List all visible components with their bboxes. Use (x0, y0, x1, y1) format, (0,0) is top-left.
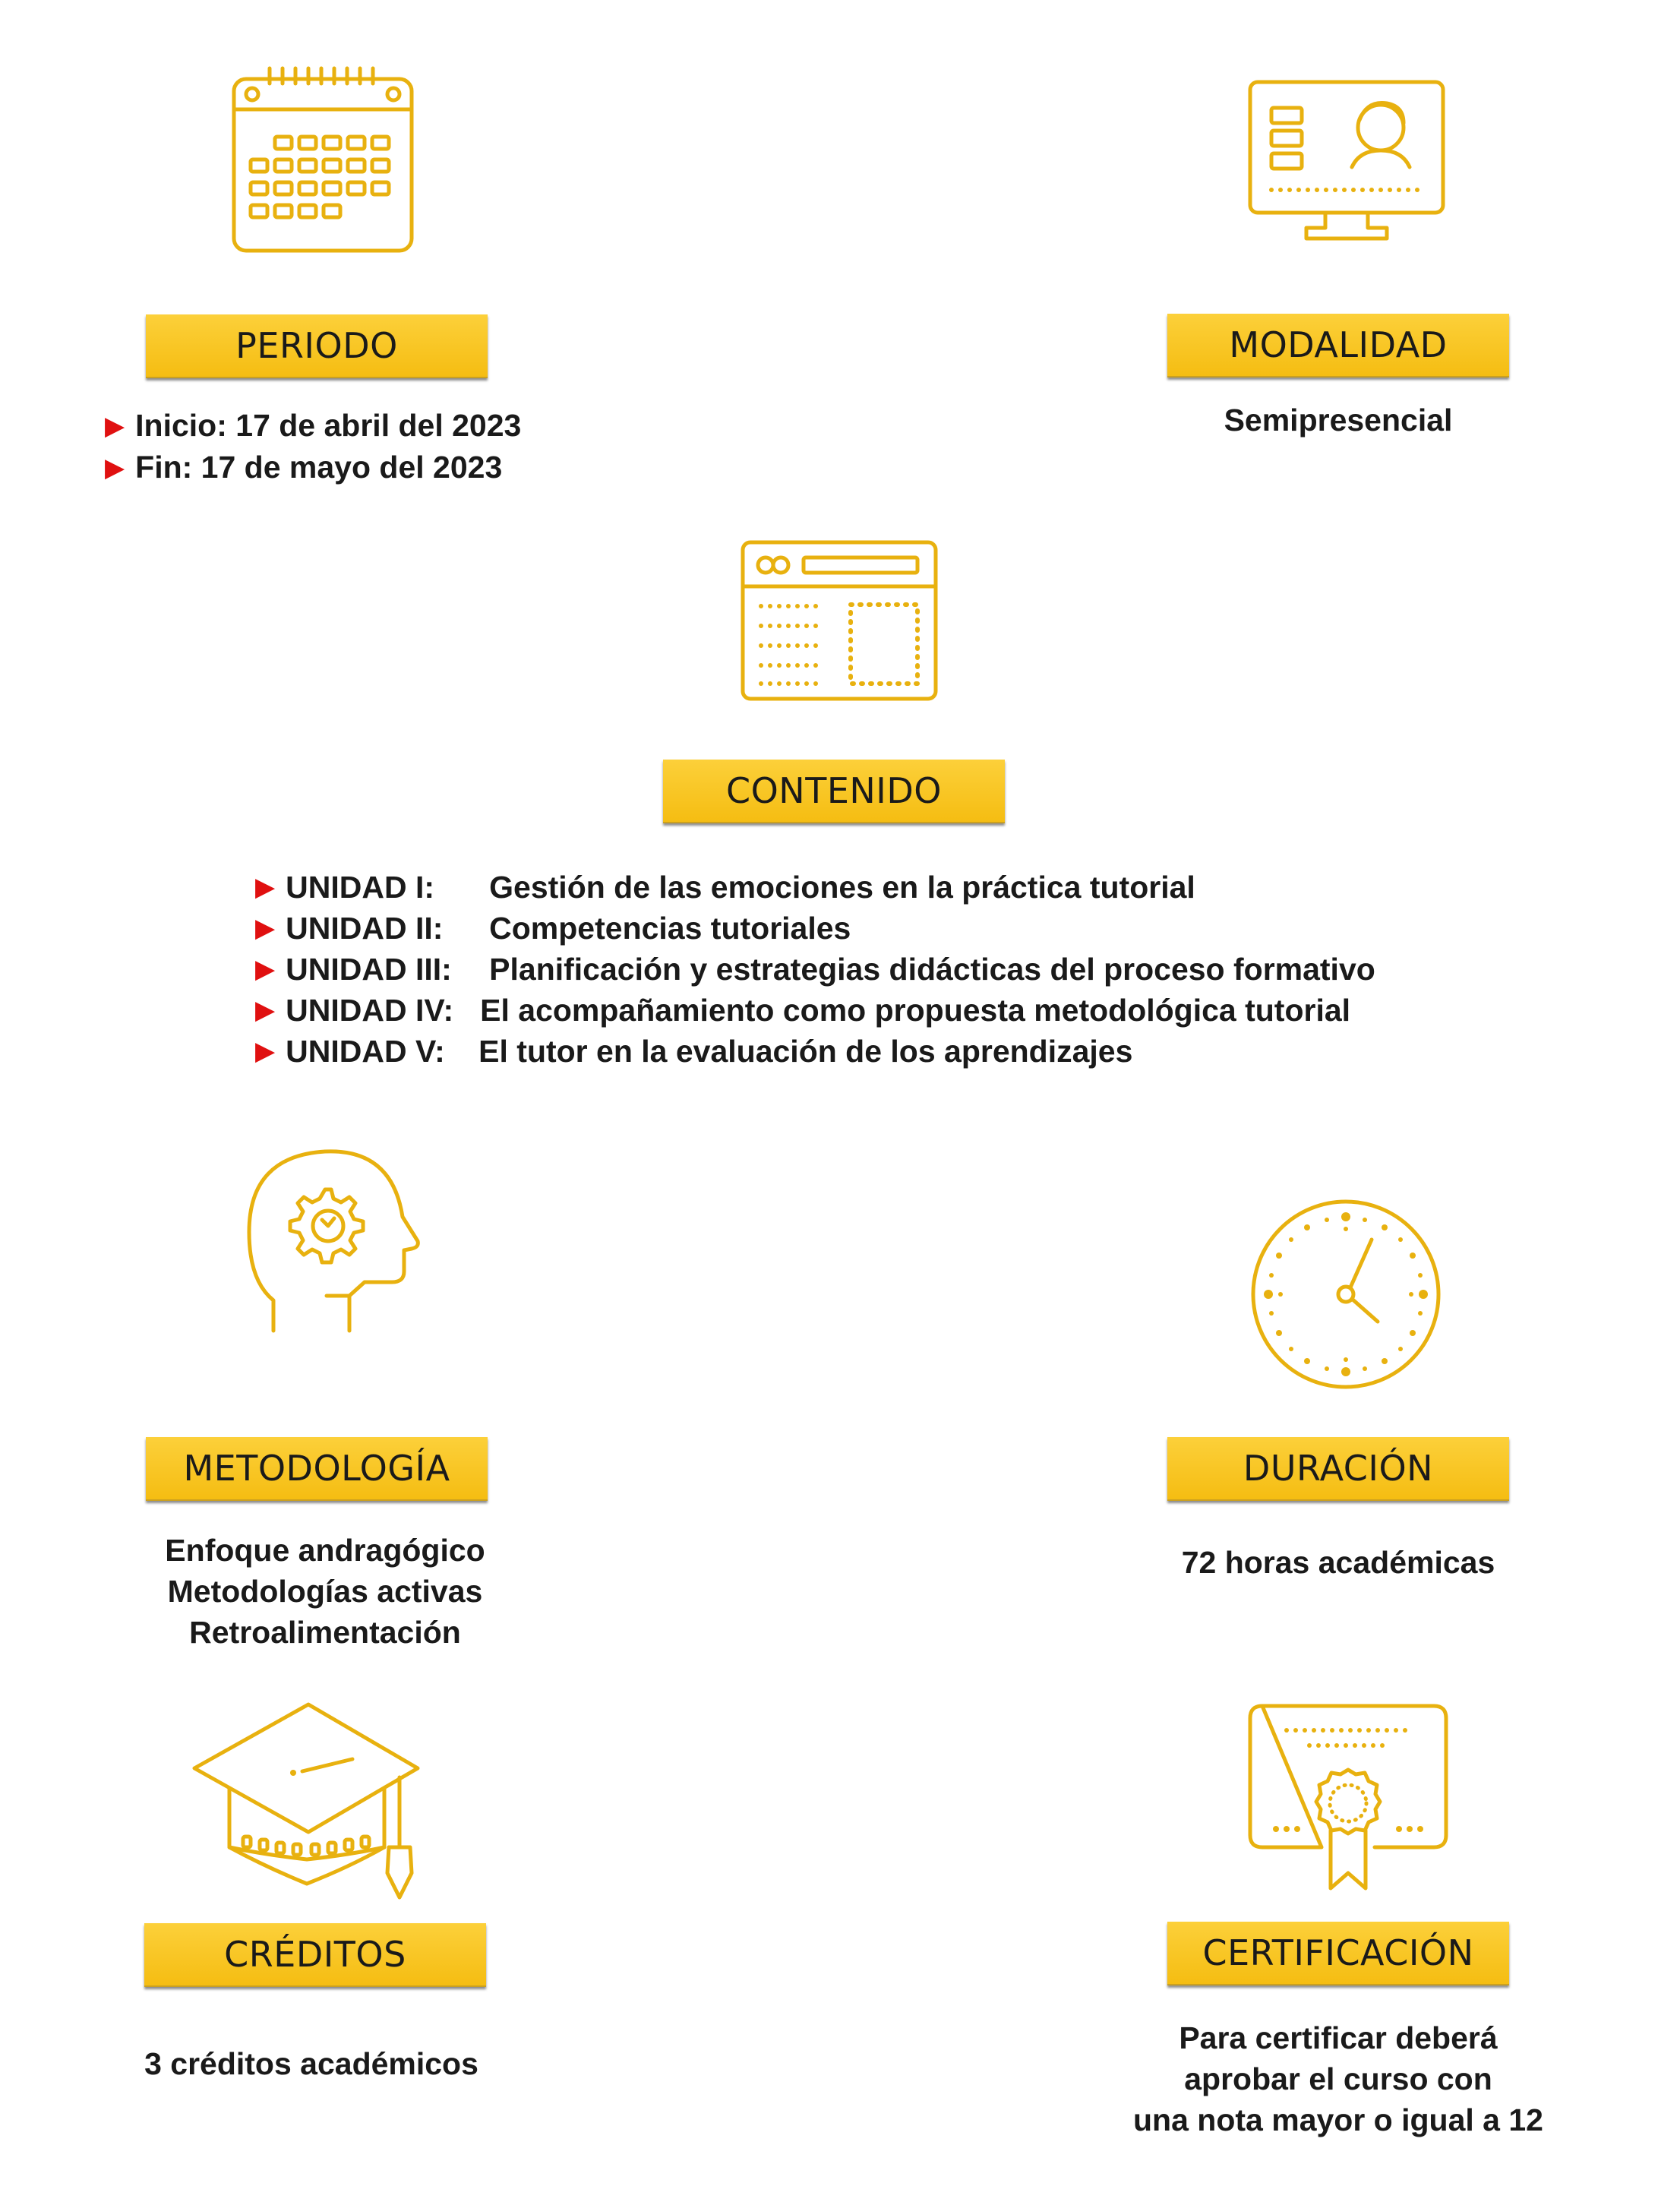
periodo-item: ▶Inicio: 17 de abril del 2023 (105, 408, 522, 443)
certificacion-banner: CERTIFICACIÓN (1167, 1922, 1509, 1985)
graduation-cap-icon (190, 1698, 422, 1900)
creditos-value: 3 créditos académicos (144, 2046, 478, 2081)
modalidad-banner: MODALIDAD (1167, 314, 1509, 377)
certificacion-line: Para certificar deberá (1179, 2020, 1498, 2055)
bullet-triangle-icon: ▶ (255, 914, 276, 943)
head-gear-icon (243, 1144, 420, 1334)
metodologia-line: Retroalimentación (189, 1615, 461, 1650)
certificate-icon (1246, 1701, 1451, 1894)
certificacion-line: aprobar el curso con (1184, 2061, 1492, 2096)
contenido-banner: CONTENIDO (663, 760, 1005, 823)
metodologia-lines: Enfoque andragógico Metodologías activas… (97, 1530, 553, 1653)
clock-icon (1249, 1197, 1443, 1392)
duracion-value: 72 horas académicas (1181, 1545, 1495, 1580)
creditos-banner: CRÉDITOS (144, 1923, 486, 1987)
bullet-triangle-icon: ▶ (255, 955, 276, 984)
duracion-banner: DURACIÓN (1167, 1437, 1509, 1501)
periodo-item: ▶Fin: 17 de mayo del 2023 (105, 450, 503, 485)
certificacion-line: una nota mayor o igual a 12 (1133, 2102, 1543, 2137)
periodo-banner: PERIODO (146, 314, 488, 378)
unit-item: ▶UNIDAD II:Competencias tutoriales (255, 908, 1375, 949)
monitor-person-icon (1246, 77, 1448, 246)
metodologia-line: Metodologías activas (167, 1574, 483, 1609)
bullet-triangle-icon: ▶ (255, 1037, 276, 1066)
calendar-icon (228, 62, 418, 257)
bullet-triangle-icon: ▶ (105, 453, 125, 482)
modalidad-value: Semipresencial (1224, 403, 1453, 438)
unit-item: ▶UNIDAD I:Gestión de las emociones en la… (255, 867, 1375, 908)
browser-window-icon (738, 538, 940, 703)
bullet-triangle-icon: ▶ (255, 873, 276, 902)
unit-item: ▶UNIDAD V:El tutor en la evaluación de l… (255, 1031, 1375, 1072)
bullet-triangle-icon: ▶ (105, 412, 125, 441)
contenido-units-list: ▶UNIDAD I:Gestión de las emociones en la… (255, 867, 1375, 1072)
metodologia-line: Enfoque andragógico (165, 1533, 485, 1568)
certificacion-lines: Para certificar deberá aprobar el curso … (1072, 2017, 1604, 2140)
unit-item: ▶UNIDAD III:Planificación y estrategias … (255, 949, 1375, 990)
bullet-triangle-icon: ▶ (255, 996, 276, 1025)
periodo-list: ▶Inicio: 17 de abril del 2023 ▶Fin: 17 d… (105, 405, 521, 488)
unit-item: ▶UNIDAD IV:El acompañamiento como propue… (255, 990, 1375, 1031)
metodologia-banner: METODOLOGÍA (146, 1437, 488, 1501)
